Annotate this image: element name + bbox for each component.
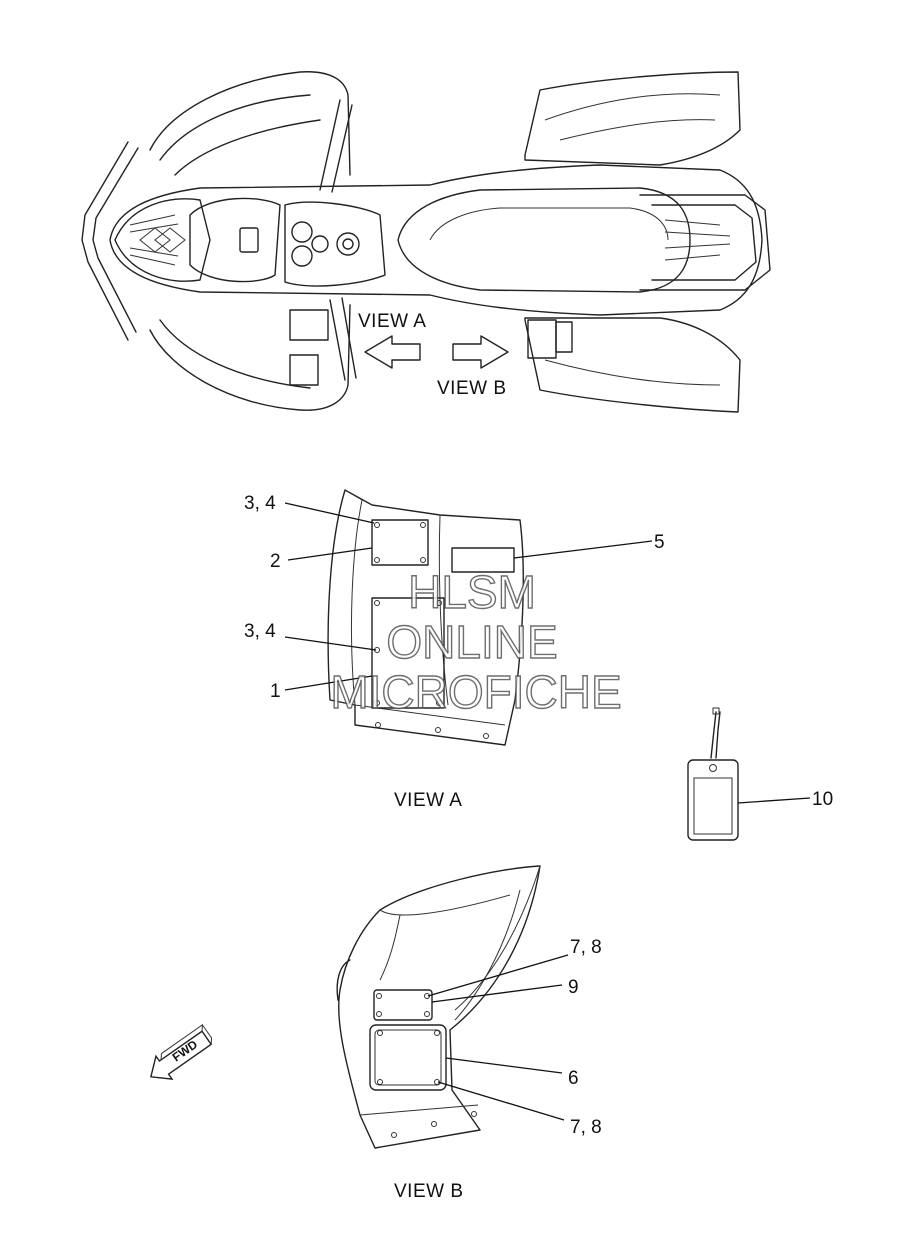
callout-9: 9 — [568, 977, 579, 998]
view-a-arrow-label: VIEW A — [358, 311, 426, 332]
decal-9 — [373, 989, 433, 1021]
hang-tag — [687, 707, 811, 841]
callout-5: 5 — [654, 532, 665, 553]
watermark-line-2: ONLINE — [386, 616, 557, 668]
view-b-caption: VIEW B — [394, 1181, 464, 1202]
decal-5 — [451, 547, 515, 573]
view-a-panel — [284, 489, 653, 746]
watermark-line-3: MICROFICHE — [330, 666, 621, 718]
view-b-panel — [336, 865, 569, 1149]
callout-2: 2 — [270, 551, 281, 572]
callout-7-8-bottom: 7, 8 — [570, 1117, 602, 1138]
view-a-caption: VIEW A — [394, 790, 462, 811]
atv-top-view — [81, 71, 771, 413]
watermark-line-1: HLSM — [408, 566, 536, 618]
fwd-arrow-icon — [150, 1023, 213, 1080]
decal-6 — [369, 1024, 447, 1091]
callout-7-8-top: 7, 8 — [570, 937, 602, 958]
decal-2 — [371, 519, 429, 566]
view-a-arrow — [364, 335, 421, 369]
decal-1 — [371, 597, 445, 709]
callout-10: 10 — [812, 789, 833, 810]
callout-3-4-top: 3, 4 — [244, 493, 276, 514]
view-b-arrow-label: VIEW B — [437, 378, 507, 399]
callout-1: 1 — [270, 681, 281, 702]
callout-3-4-mid: 3, 4 — [244, 621, 276, 642]
view-b-arrow — [452, 335, 509, 369]
callout-6: 6 — [568, 1068, 579, 1089]
